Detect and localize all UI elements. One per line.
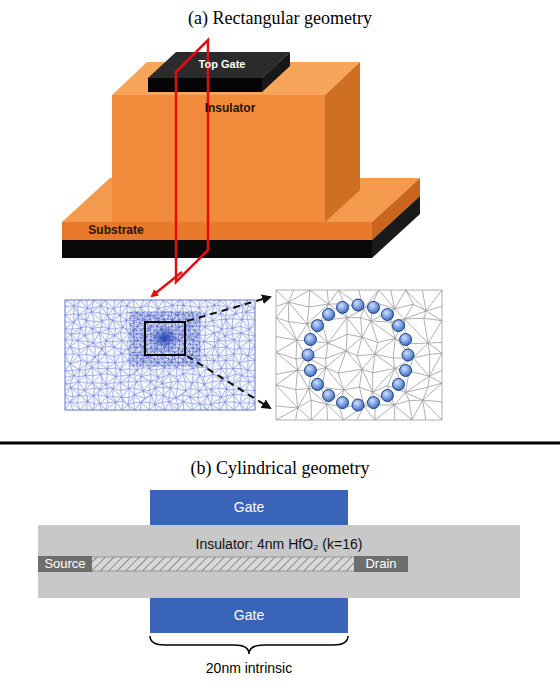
divider [0, 442, 560, 445]
atom [352, 299, 364, 311]
atom [302, 349, 314, 361]
atom [402, 349, 414, 361]
panel-heading: (b) Cylindrical geometry [191, 458, 370, 479]
atom [400, 365, 412, 377]
atom [368, 301, 380, 313]
atom [304, 334, 316, 346]
insulator-block [112, 62, 360, 222]
atom [393, 320, 405, 332]
atom [337, 301, 349, 313]
atom [368, 397, 380, 409]
node-text: Top Gate [199, 58, 246, 70]
atom [312, 320, 324, 332]
insulator-band [38, 525, 520, 598]
drain-box: Drain [354, 556, 408, 572]
source-box: Source [38, 556, 92, 572]
zoom-arrow [187, 297, 270, 321]
gate-label-box: Top Gate [172, 56, 272, 73]
cut-arrow [152, 272, 182, 296]
node-text: Substrate [88, 224, 143, 237]
panel-heading: (a) Rectangular geometry [188, 8, 372, 29]
atom [304, 365, 316, 377]
node-text: Source [44, 557, 85, 571]
insulator-label-box: Insulator [190, 100, 270, 117]
zoom-arrow [187, 356, 270, 408]
mesh [65, 300, 255, 410]
substrate-label-box: Substrate [76, 223, 156, 239]
nanotube [90, 557, 356, 571]
gate-box: Gate [150, 598, 348, 633]
insulator-band: Insulator: 4nm HfO₂ (k=16) Source Drain [38, 525, 520, 598]
zoom-frame [276, 290, 442, 420]
node-text: Insulator: 4nm HfO₂ (k=16) [196, 537, 363, 552]
mesh-lines [65, 300, 255, 410]
atom [393, 378, 405, 390]
cut-plane [176, 40, 208, 282]
mesh-frame [65, 300, 255, 410]
top-gate-block [148, 52, 290, 92]
node-text: Insulator [205, 102, 256, 115]
atom [400, 334, 412, 346]
gate-box: Gate [150, 490, 348, 525]
node-text: Gate [234, 608, 264, 623]
atom-ring [302, 299, 414, 411]
atom [381, 309, 393, 321]
mesh-lines [276, 290, 442, 420]
atom [352, 399, 364, 411]
atom [381, 390, 393, 402]
atom [323, 309, 335, 321]
zoom-box [145, 322, 185, 355]
node-text: Gate [234, 500, 264, 515]
zoom-mesh [276, 290, 442, 420]
atom [323, 390, 335, 402]
dimension-label: 20nm intrinsic [206, 660, 292, 676]
mesh-core [151, 326, 179, 350]
node-text: Drain [365, 557, 396, 571]
brace [150, 636, 348, 654]
atom [337, 397, 349, 409]
atom [312, 378, 324, 390]
